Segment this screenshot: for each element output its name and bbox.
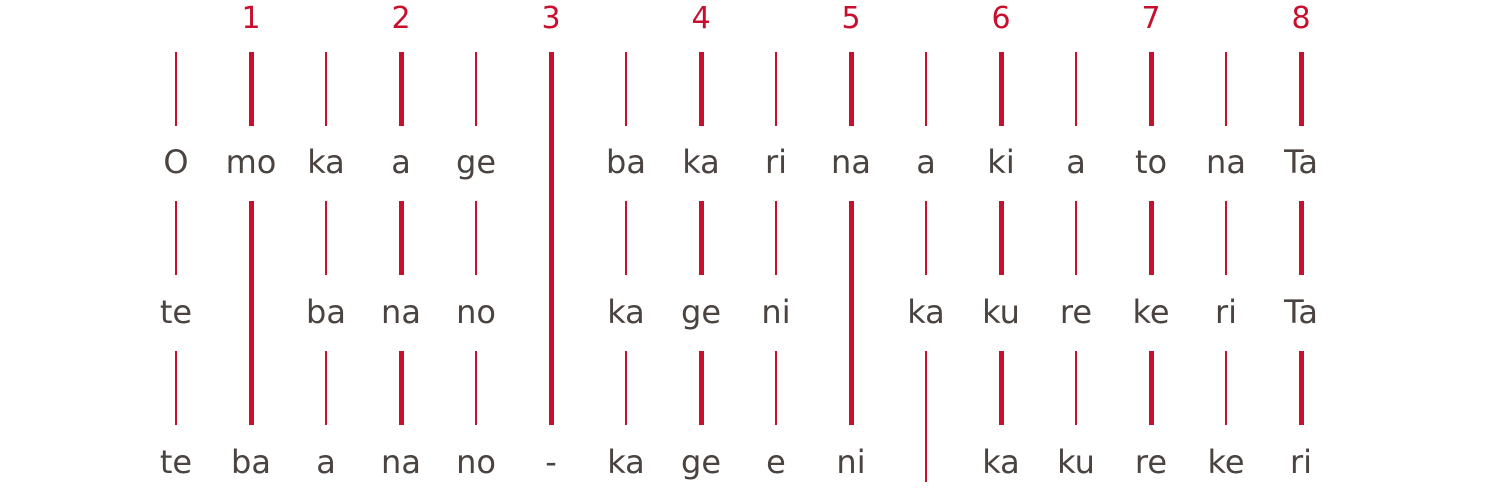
- bar-line: [1298, 351, 1304, 425]
- bar-line: [775, 351, 777, 425]
- bar-line: [1148, 351, 1154, 425]
- syllable: ge: [456, 143, 496, 181]
- bar-line: [1225, 351, 1227, 425]
- syllable: ba: [306, 293, 346, 331]
- syllable: ri: [1289, 443, 1313, 481]
- bar-line: [998, 201, 1004, 275]
- syllable: O: [163, 143, 189, 181]
- syllable: ke: [1207, 443, 1245, 481]
- bar-line: [1225, 52, 1227, 126]
- beat-number-5: 5: [841, 1, 861, 36]
- bar-line: [625, 52, 627, 126]
- syllable: ri: [1214, 293, 1238, 331]
- syllable: te: [159, 293, 193, 331]
- syllable: te: [159, 443, 193, 481]
- bar-line: [1298, 52, 1304, 126]
- syllable: ka: [307, 143, 345, 181]
- bar-line: [1225, 201, 1227, 275]
- beat-number-2: 2: [391, 1, 411, 36]
- syllable: no: [456, 443, 496, 481]
- syllable: na: [381, 293, 421, 331]
- syllable: ba: [231, 443, 271, 481]
- syllable: no: [456, 293, 496, 331]
- bar-line: [325, 52, 327, 126]
- bar-line-long: [848, 201, 854, 425]
- beat-number-6: 6: [991, 1, 1011, 36]
- syllable: Ta: [1284, 143, 1318, 181]
- syllable: ku: [1057, 443, 1095, 481]
- bar-line-long: [925, 351, 927, 482]
- syllable: -: [545, 443, 557, 481]
- syllable: ka: [982, 443, 1020, 481]
- bar-line: [925, 201, 927, 275]
- syllable: ka: [682, 143, 720, 181]
- bar-line: [1148, 201, 1154, 275]
- bar-line: [248, 52, 254, 126]
- bar-line: [1148, 52, 1154, 126]
- bar-line: [175, 351, 177, 425]
- bar-line: [475, 52, 477, 126]
- syllable: to: [1134, 143, 1168, 181]
- bar-line-long: [248, 201, 254, 425]
- syllable: Ta: [1284, 293, 1318, 331]
- bar-line: [625, 351, 627, 425]
- bar-line: [1075, 201, 1077, 275]
- bar-line: [325, 201, 327, 275]
- syllable: na: [1206, 143, 1246, 181]
- beat-number-7: 7: [1141, 1, 1161, 36]
- bar-line: [698, 351, 704, 425]
- syllable: a: [391, 143, 411, 181]
- bar-line: [998, 351, 1004, 425]
- syllable: e: [766, 443, 786, 481]
- syllable: ku: [982, 293, 1020, 331]
- syllable: ka: [607, 443, 645, 481]
- bar-line: [175, 201, 177, 275]
- beat-number-4: 4: [691, 1, 711, 36]
- bar-line: [698, 201, 704, 275]
- syllable: ni: [836, 443, 866, 481]
- beat-number-3: 3: [541, 1, 561, 36]
- syllable: ge: [681, 293, 721, 331]
- bar-line: [848, 52, 854, 126]
- beat-number-1: 1: [241, 1, 261, 36]
- syllable: ge: [681, 443, 721, 481]
- bar-line: [398, 52, 404, 126]
- syllable: mo: [225, 143, 277, 181]
- bar-line: [775, 201, 777, 275]
- bar-line: [1298, 201, 1304, 275]
- bar-line: [475, 201, 477, 275]
- bar-line: [625, 201, 627, 275]
- bar-line: [398, 351, 404, 425]
- syllable: ni: [761, 293, 791, 331]
- syllable: na: [831, 143, 871, 181]
- syllable: na: [381, 443, 421, 481]
- bar-line: [398, 201, 404, 275]
- bar-line: [1075, 351, 1077, 425]
- beat-number-8: 8: [1291, 1, 1311, 36]
- bar-line: [925, 52, 927, 126]
- syllable: ki: [987, 143, 1015, 181]
- bar-line: [775, 52, 777, 126]
- syllable: a: [316, 443, 336, 481]
- bar-line: [475, 351, 477, 425]
- syllable: re: [1134, 443, 1168, 481]
- phrase-divider-line: [548, 52, 554, 425]
- syllable: a: [1066, 143, 1086, 181]
- bar-line: [325, 351, 327, 425]
- syllable: ka: [607, 293, 645, 331]
- syllable: ri: [764, 143, 788, 181]
- bar-line: [698, 52, 704, 126]
- bar-line: [1075, 52, 1077, 126]
- syllable: re: [1059, 293, 1093, 331]
- syllable: ka: [907, 293, 945, 331]
- syllable: ke: [1132, 293, 1170, 331]
- bar-line: [175, 52, 177, 126]
- syllable: a: [916, 143, 936, 181]
- syllable: ba: [606, 143, 646, 181]
- bar-line: [998, 52, 1004, 126]
